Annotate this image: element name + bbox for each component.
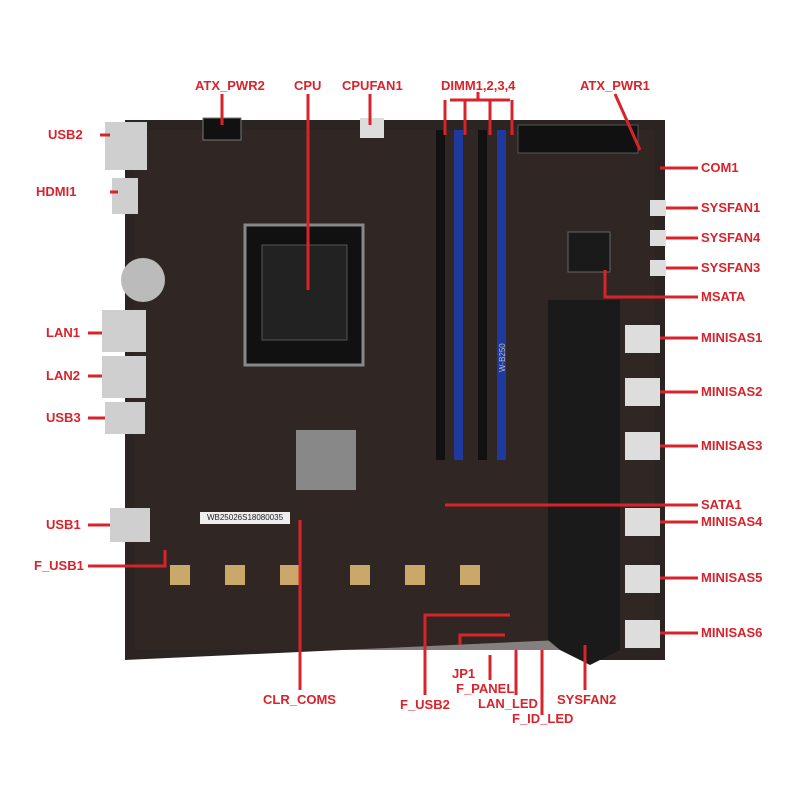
label-lan-led: LAN_LED <box>478 696 538 711</box>
label-f-usb2: F_USB2 <box>400 697 450 712</box>
label-msata: MSATA <box>701 289 746 304</box>
label-usb1: USB1 <box>46 517 81 532</box>
label-minisas5: MINISAS5 <box>701 570 763 585</box>
label-sysfan1: SYSFAN1 <box>701 200 761 215</box>
label-lan2: LAN2 <box>46 368 80 383</box>
label-usb3: USB3 <box>46 410 81 425</box>
label-f-id-led: F_ID_LED <box>512 711 574 726</box>
chipset-heatsink <box>296 430 356 490</box>
label-minisas1: MINISAS1 <box>701 330 763 345</box>
label-dimm: DIMM1,2,3,4 <box>441 78 516 93</box>
pcie-slots <box>170 565 480 585</box>
label-f-panel: F_PANEL <box>456 681 515 696</box>
label-minisas4: MINISAS4 <box>701 514 763 529</box>
label-minisas2: MINISAS2 <box>701 384 763 399</box>
label-atx-pwr1: ATX_PWR1 <box>580 78 650 93</box>
label-lan1: LAN1 <box>46 325 80 340</box>
label-minisas3: MINISAS3 <box>701 438 763 453</box>
cpu-socket <box>243 223 365 367</box>
minisas-connectors <box>625 325 660 648</box>
atx-pwr1-connector <box>517 124 639 154</box>
serial-sticker: WB25026S18080035 <box>200 512 290 524</box>
cpufan1-connector <box>360 118 384 138</box>
sysfan-connectors <box>650 200 666 276</box>
leader-lines <box>88 92 698 715</box>
label-minisas6: MINISAS6 <box>701 625 763 640</box>
msata-slot <box>567 231 611 273</box>
label-jp1: JP1 <box>452 666 476 681</box>
dimm-slots <box>436 130 506 460</box>
label-cpu: CPU <box>294 78 322 93</box>
label-f-usb1: F_USB1 <box>34 558 84 573</box>
label-com1: COM1 <box>701 160 739 175</box>
label-atx-pwr2: ATX_PWR2 <box>195 78 265 93</box>
label-clr-coms: CLR_COMS <box>263 692 336 707</box>
label-sysfan4: SYSFAN4 <box>701 230 761 245</box>
heatsink <box>548 300 620 665</box>
label-sata1: SATA1 <box>701 497 742 512</box>
label-sysfan2: SYSFAN2 <box>557 692 617 707</box>
cmos-battery <box>121 258 165 302</box>
label-cpufan1: CPUFAN1 <box>342 78 403 93</box>
label-sysfan3: SYSFAN3 <box>701 260 761 275</box>
label-usb2: USB2 <box>48 127 83 142</box>
rear-io-ports <box>102 122 150 542</box>
label-hdmi1: HDMI1 <box>36 184 77 199</box>
chip-marking: W-B250 <box>498 343 507 372</box>
